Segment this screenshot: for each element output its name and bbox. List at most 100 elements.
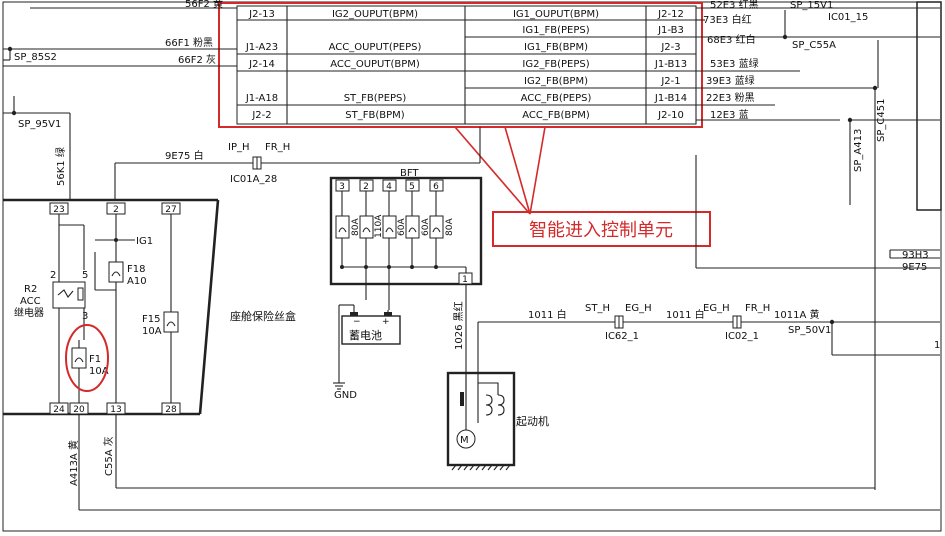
starter-label: 起动机 bbox=[516, 414, 549, 428]
ic02-eg-h: EG_H bbox=[703, 303, 730, 314]
bft-pin-6: 6 bbox=[433, 182, 439, 192]
relay-pin-3: 3 bbox=[82, 311, 88, 322]
table-lpin-0: J2-13 bbox=[248, 9, 275, 20]
wire-top-left-cut: 56F2 黄 bbox=[185, 0, 223, 10]
table-rsig-0: IG1_OUPUT(BPM) bbox=[513, 9, 599, 20]
battery: − + 蓄电池 GND bbox=[333, 304, 401, 401]
wire-1011b: 1011 白 bbox=[666, 308, 705, 321]
right-module-box bbox=[916, 1, 942, 211]
table-lpin-2: J1-A23 bbox=[245, 42, 278, 53]
table-rpin-0: J2-12 bbox=[657, 9, 684, 20]
table-lsig-0: IG2_OUPUT(BPM) bbox=[332, 9, 418, 20]
cockpit-fuse-box: 23 2 27 24 20 13 28 IG1 2 5 3 R2 ACC 继电器 bbox=[3, 198, 296, 416]
cockpit-fuse-box-label: 座舱保险丝盒 bbox=[230, 309, 296, 323]
f1-highlight-circle bbox=[65, 324, 109, 392]
table-rpin-6: J2-10 bbox=[657, 110, 684, 121]
table-lsig-3: ACC_OUPUT(BPM) bbox=[330, 59, 420, 70]
table-rsig-3: IG2_FB(PEPS) bbox=[522, 59, 589, 70]
wire-1026: 1026 黑红 bbox=[452, 301, 465, 350]
svg-text:−: − bbox=[353, 317, 361, 327]
table-rsig-4: IG2_FB(BPM) bbox=[524, 76, 588, 87]
fuse-f18-name: F18 bbox=[127, 264, 145, 275]
fusebox-pin-23: 23 bbox=[53, 205, 64, 215]
wire-66f2: 66F2 灰 bbox=[178, 53, 216, 66]
ic01a-connector: IP_H FR_H IC01A_28 9E75 白 bbox=[114, 127, 481, 200]
table-rpin-1: J1-B3 bbox=[657, 25, 684, 36]
starter-signal-wiring: 1011 白 ST_H EG_H IC62_1 1011 白 EG_H FR_H… bbox=[477, 303, 940, 356]
bft-fuse-60a-2: 60A bbox=[421, 218, 431, 236]
wire-12e3: 12E3 蓝 bbox=[710, 109, 749, 121]
left-wiring: 56F2 黄 66F1 粉黑 SP_85S2 66F2 灰 SP_95V1 56… bbox=[3, 0, 237, 200]
wire-73e3: 73E3 白红 bbox=[703, 13, 752, 26]
bft-pin-2: 2 bbox=[363, 182, 369, 192]
cut-pin-1: 1 bbox=[934, 340, 940, 351]
relay-pin-2: 2 bbox=[50, 270, 56, 281]
gnd-label: GND bbox=[334, 390, 357, 401]
table-lsig-2: ACC_OUPUT(PEPS) bbox=[329, 42, 422, 53]
bft-pin-3: 3 bbox=[339, 182, 345, 192]
bft-fuse-80a-2: 80A bbox=[445, 218, 455, 236]
table-rsig-6: ACC_FB(BPM) bbox=[522, 110, 590, 121]
wire-93h3: 93H3 bbox=[902, 250, 929, 261]
fuse-f1-name: F1 bbox=[89, 354, 101, 365]
table-rsig-1: IG1_FB(PEPS) bbox=[522, 25, 589, 36]
fuse-f15-rating: 10A bbox=[142, 326, 162, 337]
bft-fuse-box: BFT 3 2 4 5 6 80A 110A 60A 60A 80A 1 bbox=[329, 168, 483, 310]
ic62-st-h: ST_H bbox=[585, 303, 610, 314]
bft-fuse-60a-1: 60A bbox=[397, 218, 407, 236]
wire-39e3: 39E3 蓝绿 bbox=[706, 74, 755, 87]
table-rsig-5: ACC_FB(PEPS) bbox=[521, 93, 592, 104]
table-lsig-6: ST_FB(BPM) bbox=[345, 110, 404, 121]
fusebox-pin-20: 20 bbox=[73, 405, 85, 415]
highlight-callout: 智能进入控制单元 bbox=[218, 2, 711, 247]
fuse-f15-name: F15 bbox=[142, 314, 160, 325]
fusebox-pin-27: 27 bbox=[165, 205, 176, 215]
table-rpin-2: J2-3 bbox=[660, 42, 680, 53]
wire-1011: 1011 白 bbox=[528, 308, 567, 321]
sp-a413-label: SP_A413 bbox=[853, 129, 864, 172]
fusebox-pin-2: 2 bbox=[113, 205, 119, 215]
sp-85s2-label: SP_85S2 bbox=[14, 52, 57, 63]
bft-pin-1: 1 bbox=[462, 275, 468, 285]
fusebox-pin-13: 13 bbox=[110, 405, 121, 415]
bft-fuse-80a: 80A bbox=[351, 218, 361, 236]
ic01a-name: IC01A_28 bbox=[230, 174, 277, 185]
table-lsig-5: ST_FB(PEPS) bbox=[344, 93, 407, 104]
fusebox-pin-24: 24 bbox=[53, 405, 65, 415]
highlight-box bbox=[218, 2, 703, 128]
starter-motor: M 起动机 bbox=[446, 350, 549, 471]
wire-68e3: 68E3 红白 bbox=[707, 33, 756, 46]
relay-label-r2: R2 bbox=[24, 284, 37, 295]
ic02-name: IC02_1 bbox=[725, 331, 759, 342]
sp-95v1-label: SP_95V1 bbox=[18, 119, 61, 130]
sp-15v1-label: SP_15V1 bbox=[790, 0, 833, 11]
wire-a413a: A413A 黄 bbox=[67, 440, 80, 486]
wire-9e75: 9E75 白 bbox=[165, 149, 204, 162]
ig1-label: IG1 bbox=[136, 236, 153, 247]
fusebox-pin-28: 28 bbox=[165, 405, 177, 415]
wire-22e3: 22E3 粉黑 bbox=[706, 91, 755, 104]
sp-c55a-label: SP_C55A bbox=[792, 40, 836, 51]
ic01-15-label: IC01_15 bbox=[828, 12, 868, 23]
sp-50v1-label: SP_50V1 bbox=[788, 325, 831, 336]
bft-pin-5: 5 bbox=[409, 182, 415, 192]
wire-c55a: C55A 灰 bbox=[102, 436, 115, 476]
fuse-f1-rating: 10A bbox=[89, 366, 109, 377]
fuse-f18-rating: A10 bbox=[127, 276, 147, 287]
wire-1011a: 1011A 黄 bbox=[774, 308, 819, 321]
ic62-name: IC62_1 bbox=[605, 331, 639, 342]
ic02-fr-h: FR_H bbox=[745, 303, 770, 314]
bft-fuse-110a: 110A bbox=[374, 214, 384, 238]
wire-top-right-cut: 52E3 红黑 bbox=[710, 0, 759, 11]
wire-53e3: 53E3 蓝绿 bbox=[710, 57, 759, 70]
table-lpin-3: J2-14 bbox=[248, 59, 275, 70]
relay-label-type: 继电器 bbox=[14, 306, 44, 319]
bft-title: BFT bbox=[400, 168, 419, 179]
table-rpin-4: J2-1 bbox=[660, 76, 680, 87]
table-lpin-6: J2-2 bbox=[251, 110, 271, 121]
connector-table: J2-13 IG2_OUPUT(BPM) IG1_OUPUT(BPM) J2-1… bbox=[236, 5, 697, 125]
table-rpin-5: J1-B14 bbox=[654, 93, 687, 104]
table-lpin-5: J1-A18 bbox=[245, 93, 278, 104]
svg-text:+: + bbox=[382, 317, 390, 327]
